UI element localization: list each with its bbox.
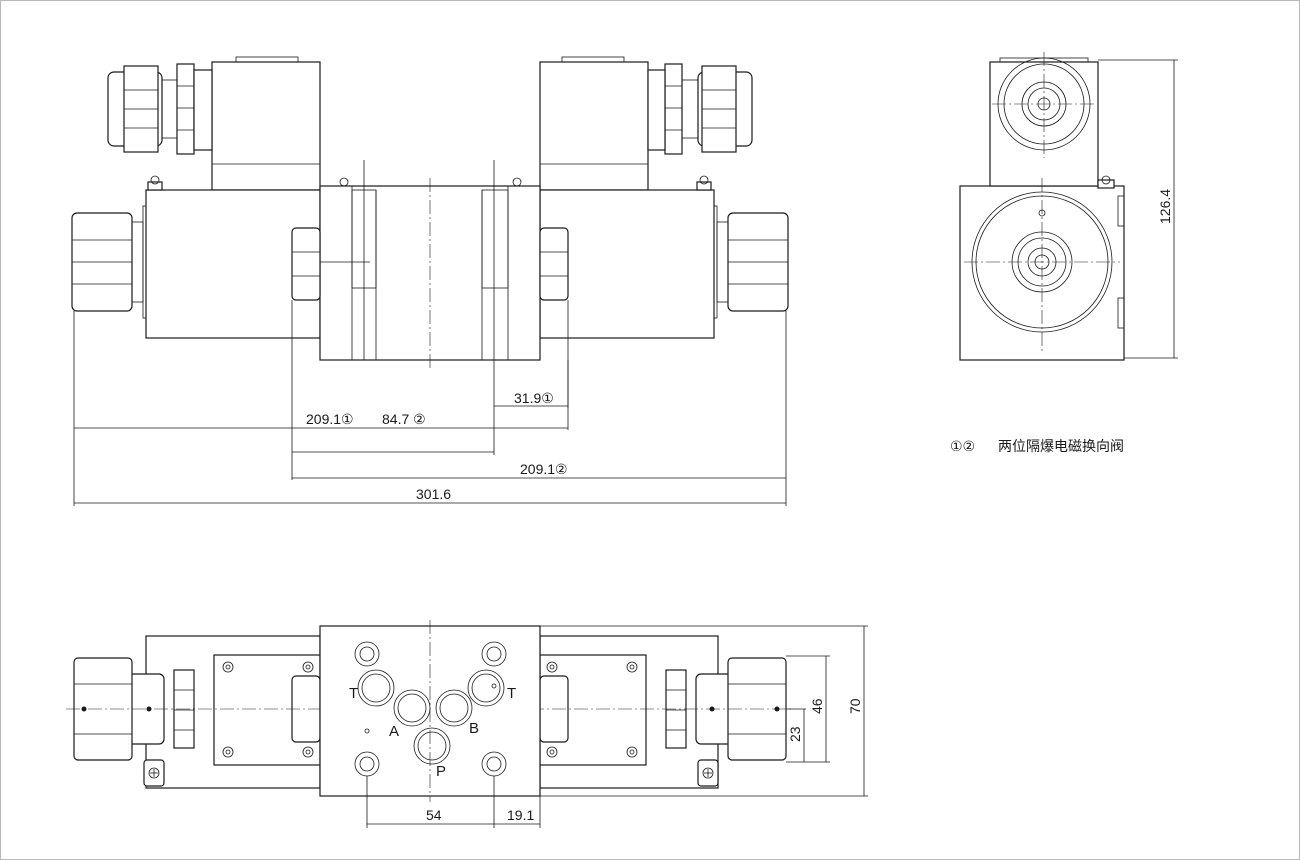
dim-31-9: 31.9① bbox=[514, 390, 554, 406]
front-dimensions bbox=[74, 405, 786, 504]
port-label-a: A bbox=[389, 723, 399, 740]
dim-126-4: 126.4 bbox=[1157, 189, 1173, 224]
dim-19-1: 19.1 bbox=[507, 807, 534, 823]
port-label-t-right: T bbox=[507, 685, 516, 702]
dim-209-1-a: 209.1① bbox=[306, 411, 354, 427]
dim-70: 70 bbox=[847, 698, 863, 714]
port-label-p: P bbox=[436, 763, 446, 780]
note-markers: ①② bbox=[950, 439, 975, 455]
side-view bbox=[959, 52, 1178, 361]
port-label-b: B bbox=[469, 720, 479, 737]
dim-209-1-b: 209.1② bbox=[520, 461, 568, 477]
port-label-t-left: T bbox=[349, 685, 358, 702]
top-dimensions bbox=[367, 626, 865, 825]
dim-46: 46 bbox=[809, 698, 825, 714]
dim-84-7: 84.7 ② bbox=[382, 411, 426, 427]
dim-301-6: 301.6 bbox=[416, 486, 451, 502]
top-view bbox=[66, 620, 868, 828]
note-text: 两位隔爆电磁换向阀 bbox=[998, 438, 1124, 455]
dim-23: 23 bbox=[787, 726, 803, 742]
dim-54: 54 bbox=[426, 807, 442, 823]
front-view bbox=[71, 56, 789, 506]
